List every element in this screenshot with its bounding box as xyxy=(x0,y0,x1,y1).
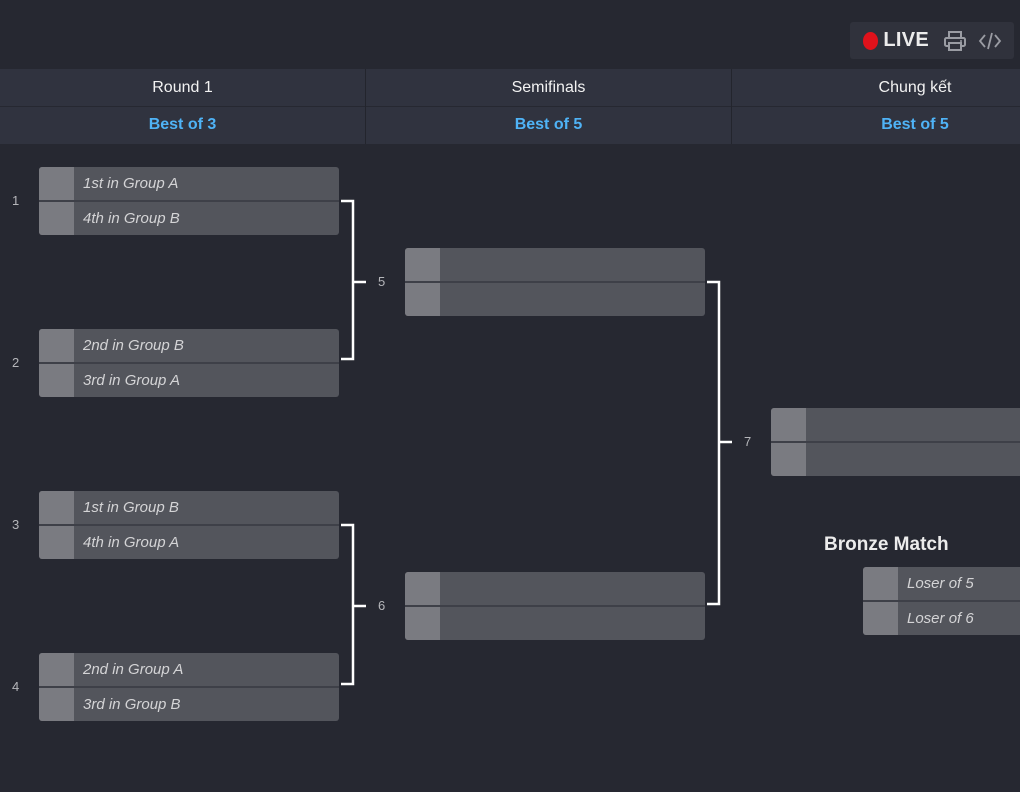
seed-box xyxy=(39,329,74,362)
team-name: 4th in Group A xyxy=(83,534,180,551)
seed-box xyxy=(863,602,898,635)
seed-box xyxy=(39,491,74,524)
match-number: 2 xyxy=(12,355,20,370)
slot-bottom[interactable]: 4th in Group A xyxy=(39,526,339,559)
round-format: Best of 5 xyxy=(881,116,949,133)
match-number: 6 xyxy=(378,598,386,613)
bronze-match-title: Bronze Match xyxy=(824,534,949,555)
seed-box xyxy=(39,364,74,397)
slot-top[interactable]: 1st in Group B xyxy=(39,491,339,524)
live-dot-icon xyxy=(863,31,879,50)
team-name: 2nd in Group A xyxy=(83,661,184,678)
match-number: 3 xyxy=(12,517,20,532)
seed-box xyxy=(405,248,440,281)
slot-bottom[interactable] xyxy=(405,283,705,316)
match-number: 1 xyxy=(12,193,20,208)
connector-3-4 xyxy=(341,523,355,686)
seed-box xyxy=(39,688,74,721)
round-format: Best of 3 xyxy=(148,116,217,133)
seed-box xyxy=(39,202,74,235)
seed-box xyxy=(39,526,74,559)
seed-box xyxy=(405,283,440,316)
slot-bottom[interactable]: 3rd in Group A xyxy=(39,364,339,397)
slot-top[interactable]: 2nd in Group A xyxy=(39,653,339,686)
slot-bottom[interactable]: 3rd in Group B xyxy=(39,688,339,721)
round-header-round1: Round 1 Best of 3 xyxy=(0,69,366,144)
match-7[interactable] xyxy=(771,408,1020,476)
team-name: Loser of 6 xyxy=(907,610,974,627)
match-4[interactable]: 2nd in Group A 3rd in Group B xyxy=(39,653,339,721)
round-header-semifinals: Semifinals Best of 5 xyxy=(366,69,732,144)
seed-box xyxy=(771,443,806,476)
team-name: 1st in Group A xyxy=(83,175,179,192)
slot-top[interactable]: 1st in Group A xyxy=(39,167,339,200)
match-1[interactable]: 1st in Group A 4th in Group B xyxy=(39,167,339,235)
seed-box xyxy=(405,572,440,605)
seed-box xyxy=(863,567,898,600)
connector-5-6 xyxy=(707,280,721,606)
team-name: 2nd in Group B xyxy=(83,337,184,354)
match-2[interactable]: 2nd in Group B 3rd in Group A xyxy=(39,329,339,397)
live-label[interactable]: LIVE xyxy=(883,29,929,51)
bronze-match[interactable]: Loser of 5 Loser of 6 xyxy=(863,567,1020,635)
slot-top[interactable]: Loser of 5 xyxy=(863,567,1020,600)
toolbar: LIVE xyxy=(850,22,1014,59)
slot-bottom[interactable]: Loser of 6 xyxy=(863,602,1020,635)
match-6[interactable] xyxy=(405,572,705,640)
slot-top[interactable]: 2nd in Group B xyxy=(39,329,339,362)
team-name: 3rd in Group A xyxy=(83,372,180,389)
seed-box xyxy=(39,167,74,200)
team-name: Loser of 5 xyxy=(907,575,974,592)
team-name: 1st in Group B xyxy=(83,499,179,516)
match-number: 7 xyxy=(744,434,752,449)
seed-box xyxy=(771,408,806,441)
round-header-final: Chung kết Best of 5 xyxy=(732,69,1020,144)
round-title: Semifinals xyxy=(511,79,586,96)
match-5[interactable] xyxy=(405,248,705,316)
printer-icon[interactable] xyxy=(944,29,966,53)
match-3[interactable]: 1st in Group B 4th in Group A xyxy=(39,491,339,559)
slot-top[interactable] xyxy=(405,248,705,281)
match-number: 5 xyxy=(378,274,386,289)
slot-top[interactable] xyxy=(771,408,1020,441)
slot-top[interactable] xyxy=(405,572,705,605)
team-name: 3rd in Group B xyxy=(83,696,181,713)
round-title: Chung kết xyxy=(878,79,952,96)
embed-code-icon[interactable] xyxy=(978,29,1002,53)
slot-bottom[interactable] xyxy=(771,443,1020,476)
round-title: Round 1 xyxy=(152,79,213,96)
seed-box xyxy=(405,607,440,640)
round-format: Best of 5 xyxy=(514,116,583,133)
slot-bottom[interactable] xyxy=(405,607,705,640)
seed-box xyxy=(39,653,74,686)
rounds-header: Round 1 Best of 3 Semifinals Best of 5 C… xyxy=(0,69,1020,144)
connector-1-2 xyxy=(341,199,355,361)
match-number: 4 xyxy=(12,679,20,694)
team-name: 4th in Group B xyxy=(83,210,180,227)
slot-bottom[interactable]: 4th in Group B xyxy=(39,202,339,235)
